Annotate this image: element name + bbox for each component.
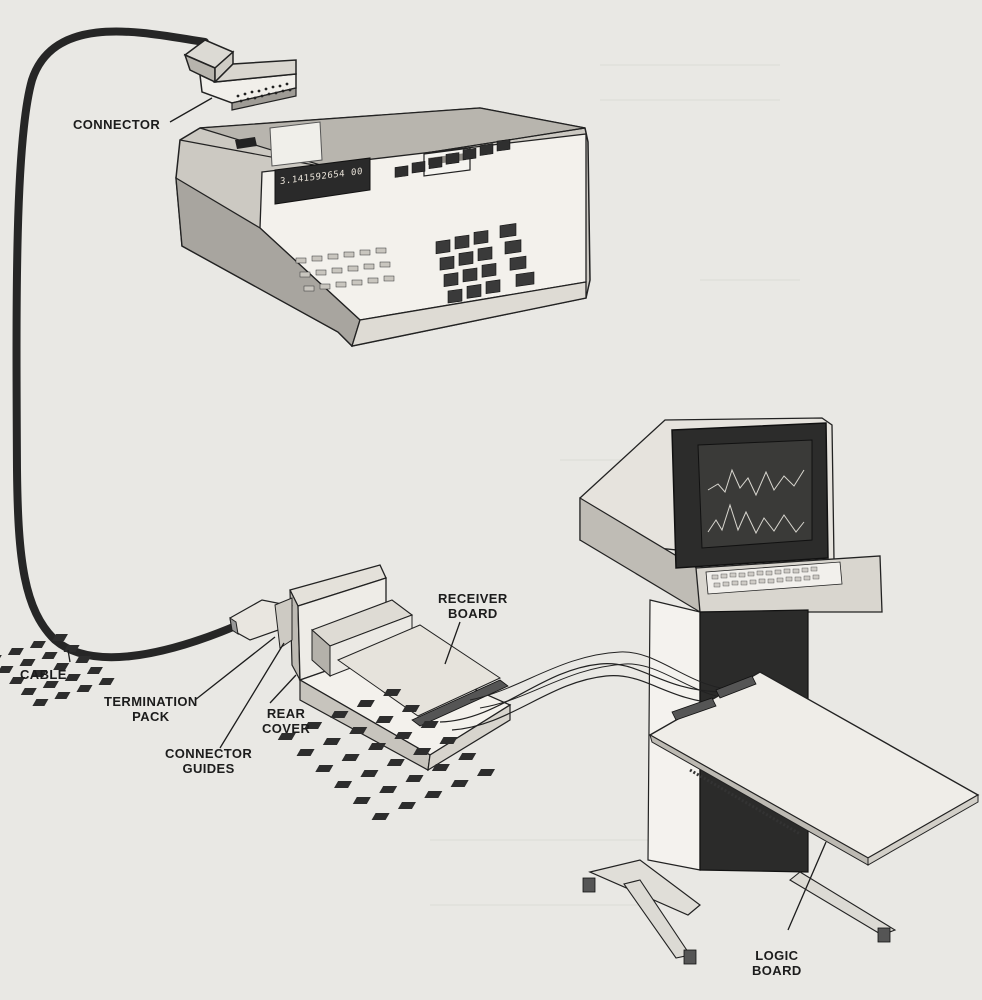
rear-cover-label: REAR COVER: [262, 706, 310, 736]
receiver-board-label: RECEIVER BOARD: [438, 591, 508, 621]
logic-board-label-line2: BOARD: [752, 963, 802, 978]
ribbon-cables: [439, 651, 745, 731]
rear-cover-label-line1: REAR: [266, 706, 306, 721]
receiver-assembly: [0, 564, 512, 772]
logic-board-label: LOGIC BOARD: [752, 948, 802, 978]
terminal: [579, 417, 883, 614]
connector-guides-label: CONNECTOR GUIDES: [165, 746, 252, 776]
receiver-board-label-line2: BOARD: [448, 606, 498, 621]
termination-pack-label-line1: TERMINATION: [104, 694, 198, 709]
logic-board: [277, 671, 980, 866]
logic-board-label-line1: LOGIC: [755, 948, 799, 963]
top-connector: [183, 39, 297, 111]
connector-guides-label-line2: GUIDES: [182, 761, 235, 776]
cable-label: CABLE: [20, 667, 67, 682]
cable: [12, 27, 242, 662]
termination-pack-label-line2: PACK: [132, 709, 170, 724]
leader-lines: [67, 97, 827, 931]
calculator: [175, 107, 591, 348]
termination-pack-label: TERMINATION PACK: [104, 694, 198, 724]
show-through-text: [600, 45, 800, 225]
connector-guides-label-line1: CONNECTOR: [165, 746, 253, 761]
connector-label: CONNECTOR: [73, 117, 161, 132]
rear-cover-label-line2: COVER: [262, 721, 311, 736]
receiver-board-label-line1: RECEIVER: [438, 591, 508, 606]
